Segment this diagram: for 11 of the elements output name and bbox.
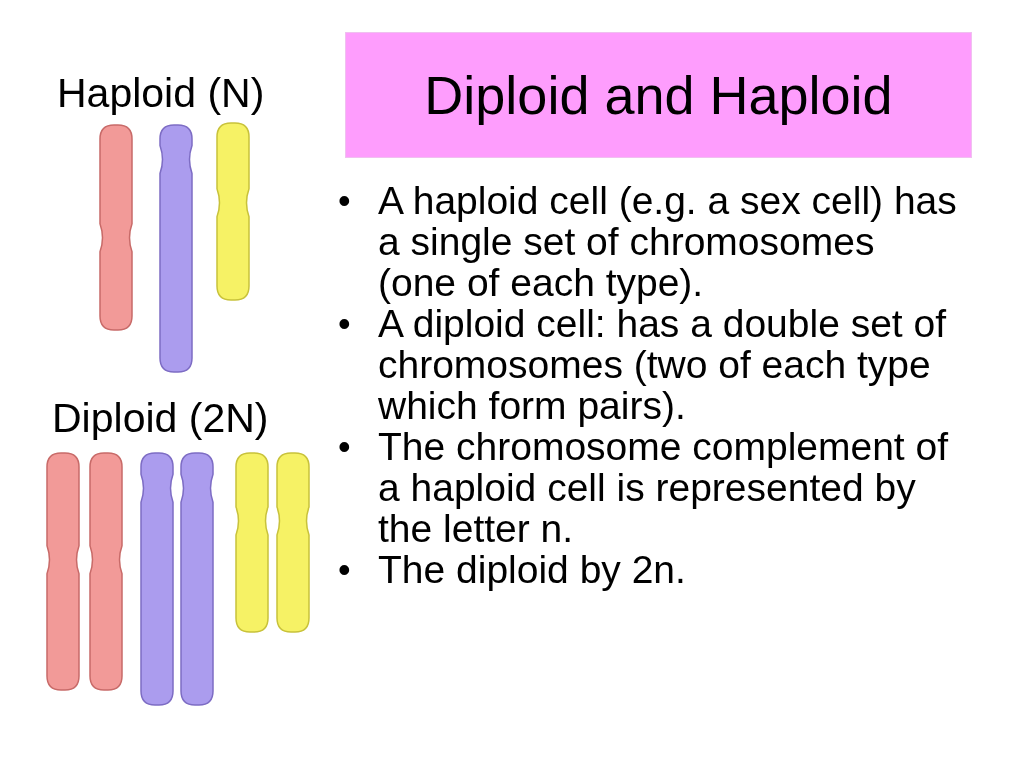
bullet-text: A haploid cell (e.g. a sex cell) has a single set of chromosomes (one of each type). [378,180,958,303]
bullet-mark: • [338,549,352,590]
heading-label: Haploid (N) [57,70,265,117]
bullet-mark: • [338,426,352,467]
bullet-text: The diploid by 2n. [378,549,687,590]
bullet-text: The chromosome complement of a haploid cell is represented by the letter n. [378,426,950,549]
heading-label: Diploid (2N) [52,395,269,442]
bullet-mark: • [338,303,352,344]
bullet-text: A diploid cell: has a double set of chromosomes (two of each type which form pairs). [378,303,948,426]
title: Diploid and Haploid [424,64,893,126]
bullet-mark: • [338,180,352,221]
